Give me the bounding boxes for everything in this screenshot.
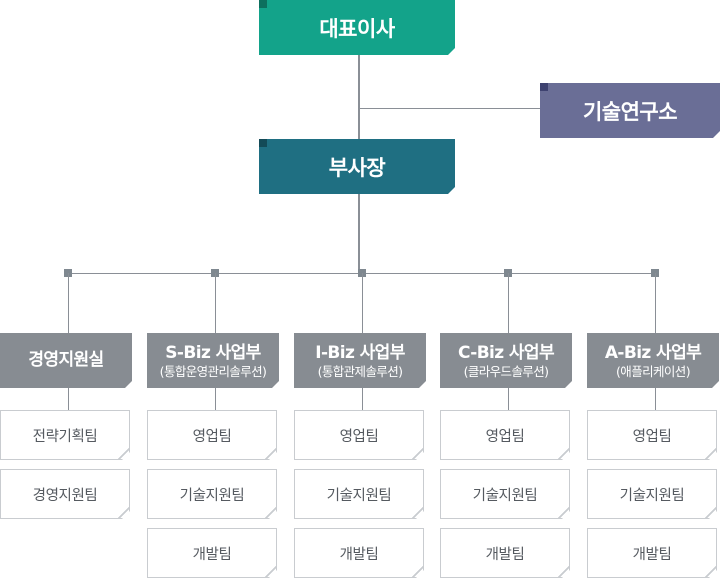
team-corner-cut bbox=[412, 566, 424, 578]
ceo-label: 대표이사 bbox=[319, 16, 395, 41]
team-corner-cut bbox=[118, 507, 130, 519]
team-label: 영업팀 bbox=[192, 428, 232, 445]
team-label: 영업팀 bbox=[632, 428, 672, 445]
team-label: 기술지원팀 bbox=[619, 487, 685, 504]
division-4-team-2: 개발팀 bbox=[587, 528, 717, 578]
division-4-subtitle: (애플리케이션) bbox=[616, 363, 690, 379]
ceo-box-corner bbox=[259, 0, 267, 8]
team-corner-cut bbox=[412, 448, 424, 460]
team-label: 기술지원팀 bbox=[472, 487, 538, 504]
division-3-subtitle: (클라우드솔루션) bbox=[463, 363, 549, 379]
rnd-branch-line bbox=[358, 108, 540, 109]
team-label: 경영지원팀 bbox=[32, 487, 98, 504]
division-3-team-0: 영업팀 bbox=[440, 410, 570, 460]
team-label: 영업팀 bbox=[339, 428, 379, 445]
division-1-title: S-Biz 사업부 bbox=[165, 342, 261, 363]
division-0-title: 경영지원실 bbox=[28, 350, 104, 370]
vp-box: 부사장 bbox=[259, 139, 455, 194]
rnd-label: 기술연구소 bbox=[582, 99, 678, 124]
team-corner-cut bbox=[412, 507, 424, 519]
division-3-drop-line bbox=[508, 273, 509, 333]
division-3-team-1: 기술지원팀 bbox=[440, 469, 570, 519]
team-label: 개발팀 bbox=[485, 546, 525, 563]
team-corner-cut bbox=[705, 507, 717, 519]
team-label: 기술지원팀 bbox=[179, 487, 245, 504]
team-corner-cut bbox=[705, 566, 717, 578]
division-0-box: 경영지원실 bbox=[0, 333, 132, 388]
team-label: 전략기획팀 bbox=[32, 428, 98, 445]
team-corner-cut bbox=[265, 566, 277, 578]
vp-label: 부사장 bbox=[328, 155, 386, 180]
division-0-team-0: 전략기획팀 bbox=[0, 410, 130, 460]
team-label: 개발팀 bbox=[339, 546, 379, 563]
division-4-team-line bbox=[655, 388, 656, 410]
division-4-box: A-Biz 사업부(애플리케이션) bbox=[587, 333, 719, 388]
division-4-drop-line bbox=[655, 273, 656, 333]
division-2-team-1: 기술지원팀 bbox=[294, 469, 424, 519]
division-3-box: C-Biz 사업부(클라우드솔루션) bbox=[440, 333, 572, 388]
team-label: 영업팀 bbox=[485, 428, 525, 445]
team-label: 기술지원팀 bbox=[326, 487, 392, 504]
division-1-team-2: 개발팀 bbox=[147, 528, 277, 578]
team-label: 개발팀 bbox=[192, 546, 232, 563]
division-0-team-line bbox=[68, 388, 69, 410]
vp-to-bus-line bbox=[358, 194, 360, 274]
team-corner-cut bbox=[558, 448, 570, 460]
division-2-team-0: 영업팀 bbox=[294, 410, 424, 460]
ceo-box: 대표이사 bbox=[259, 0, 455, 55]
division-3-title: C-Biz 사업부 bbox=[457, 342, 555, 363]
division-4-title: A-Biz 사업부 bbox=[604, 342, 702, 363]
rnd-box-corner bbox=[540, 83, 548, 91]
team-corner-cut bbox=[558, 507, 570, 519]
team-corner-cut bbox=[118, 448, 130, 460]
division-1-team-line bbox=[215, 388, 216, 410]
team-corner-cut bbox=[705, 448, 717, 460]
rnd-box: 기술연구소 bbox=[540, 83, 720, 138]
division-2-team-2: 개발팀 bbox=[294, 528, 424, 578]
division-2-subtitle: (통합관제솔루션) bbox=[317, 363, 403, 379]
vp-box-corner bbox=[259, 139, 267, 147]
team-corner-cut bbox=[558, 566, 570, 578]
division-1-box: S-Biz 사업부(통합운영관리솔루션) bbox=[147, 333, 279, 388]
division-4-team-0: 영업팀 bbox=[587, 410, 717, 460]
division-3-team-2: 개발팀 bbox=[440, 528, 570, 578]
division-1-team-1: 기술지원팀 bbox=[147, 469, 277, 519]
team-corner-cut bbox=[265, 507, 277, 519]
division-4-team-1: 기술지원팀 bbox=[587, 469, 717, 519]
ceo-to-vp-line bbox=[358, 55, 360, 139]
division-0-team-1: 경영지원팀 bbox=[0, 469, 130, 519]
division-1-team-0: 영업팀 bbox=[147, 410, 277, 460]
team-corner-cut bbox=[265, 448, 277, 460]
division-1-drop-line bbox=[215, 273, 216, 333]
division-3-team-line bbox=[508, 388, 509, 410]
division-2-title: I-Biz 사업부 bbox=[315, 342, 405, 363]
division-2-team-line bbox=[362, 388, 363, 410]
division-1-subtitle: (통합운영관리솔루션) bbox=[159, 363, 267, 379]
division-0-drop-line bbox=[68, 273, 69, 333]
division-2-drop-line bbox=[362, 273, 363, 333]
team-label: 개발팀 bbox=[632, 546, 672, 563]
division-2-box: I-Biz 사업부(통합관제솔루션) bbox=[294, 333, 426, 388]
